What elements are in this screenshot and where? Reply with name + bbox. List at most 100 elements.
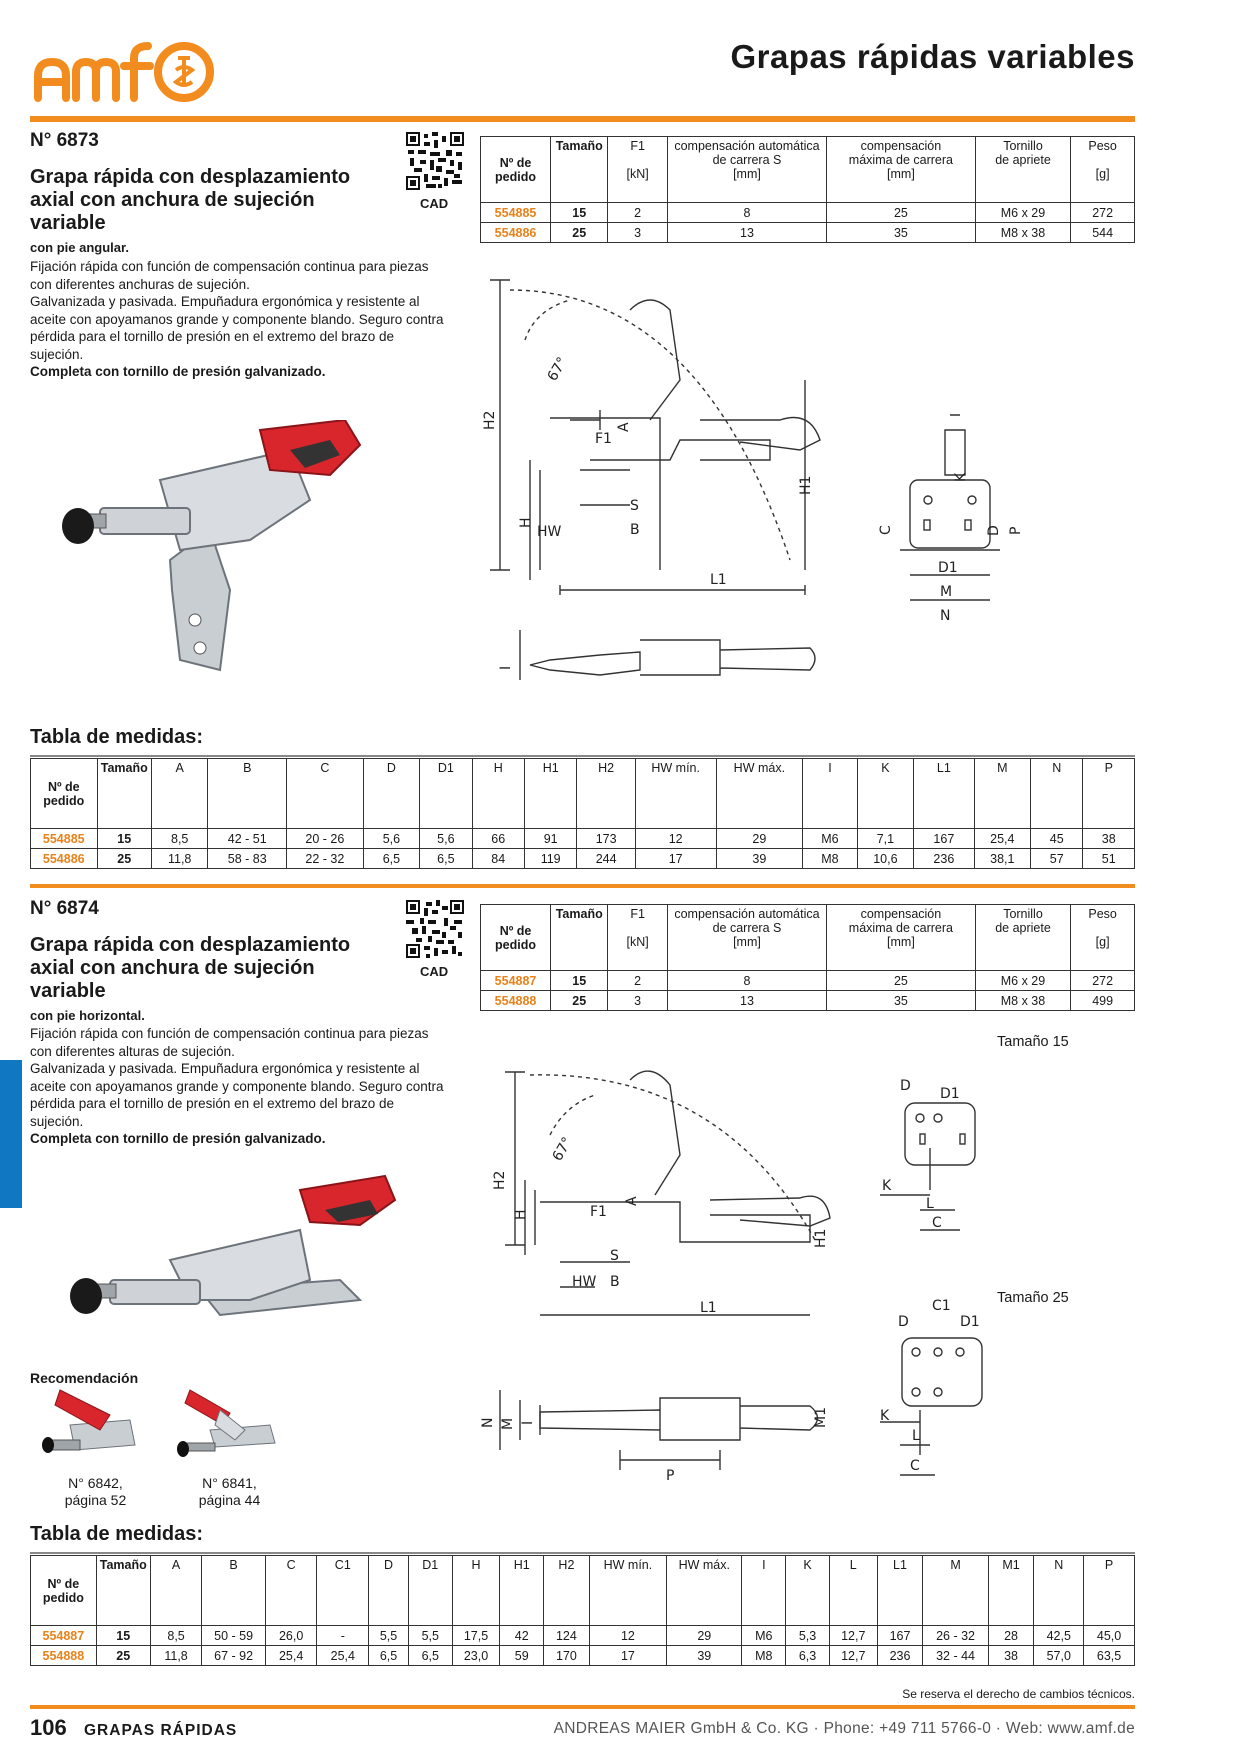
product-number: N° 6874 <box>30 898 99 919</box>
table-cell: 17 <box>588 1645 668 1666</box>
svg-text:B: B <box>630 522 640 538</box>
product-number: N° 6873 <box>30 130 99 151</box>
recommendation-caption[interactable]: N° 6841, página 44 <box>198 1475 261 1508</box>
table-cell: 25 <box>826 970 976 991</box>
col-header: L1 <box>913 758 975 829</box>
table-cell: 25 <box>96 848 152 869</box>
table-cell: 26,0 <box>264 1625 318 1646</box>
article-number[interactable]: 554887 <box>479 970 552 991</box>
table-cell: 3 <box>607 222 668 243</box>
table-cell: 5,3 <box>785 1625 830 1646</box>
table-cell: 5,5 <box>368 1625 409 1646</box>
svg-text:A: A <box>624 1196 640 1206</box>
table-cell: 12 <box>588 1625 668 1646</box>
col-header: C1 <box>316 1555 370 1626</box>
table-cell: 12 <box>634 828 717 849</box>
table-cell: 59 <box>499 1645 545 1666</box>
table-cell: 39 <box>715 848 804 869</box>
svg-text:F1: F1 <box>595 431 612 447</box>
desc-line: Galvanizada y pasivada. Empuñadura ergon… <box>30 1061 444 1129</box>
svg-text:M: M <box>940 584 952 600</box>
product-subtitle: con pie angular. <box>30 240 129 255</box>
col-header: P <box>1082 758 1135 829</box>
col-header: HW mín. <box>588 1555 668 1626</box>
svg-text:D: D <box>900 1078 911 1094</box>
table-cell: 167 <box>913 828 975 849</box>
table-cell: 42 - 51 <box>207 828 288 849</box>
svg-text:H2: H2 <box>492 1171 508 1190</box>
article-number[interactable]: 554888 <box>479 990 552 1011</box>
recommendation-photo-6841[interactable] <box>175 1385 285 1465</box>
col-header: Peso[g] <box>1070 904 1135 971</box>
svg-text:H: H <box>513 1209 529 1220</box>
table-row: 554887 15 2 8 25 M6 x 29 272 <box>479 970 1135 991</box>
product-name: Grapa rápida con desplazamiento axial co… <box>30 934 351 1002</box>
table-cell: 17 <box>634 848 717 869</box>
svg-text:P: P <box>666 1468 674 1484</box>
table-cell: M6 x 29 <box>974 202 1072 223</box>
col-header: M <box>973 758 1032 829</box>
article-number[interactable]: 554887 <box>30 1625 97 1646</box>
col-header: K <box>785 1555 830 1626</box>
table-cell: 17,5 <box>451 1625 501 1646</box>
table-cell: M8 x 38 <box>974 990 1072 1011</box>
dimension-table-title: Tabla de medidas: <box>30 726 204 748</box>
table-cell: M8 <box>802 848 858 869</box>
qr-code-icon[interactable] <box>406 900 464 958</box>
table-cell: 15 <box>550 970 609 991</box>
svg-text:F1: F1 <box>590 1204 607 1220</box>
svg-text:D1: D1 <box>938 560 958 576</box>
col-header: D <box>368 1555 409 1626</box>
article-number[interactable]: 554885 <box>479 202 552 223</box>
article-number[interactable]: 554885 <box>30 828 98 849</box>
col-header: Peso[g] <box>1070 136 1135 203</box>
table-cell: 13 <box>666 222 828 243</box>
table-cell: 15 <box>95 1625 151 1646</box>
table-cell: 12,7 <box>828 1645 878 1666</box>
section-rule <box>30 755 1135 757</box>
col-header: Tamaño <box>550 136 609 203</box>
table-cell: 11,8 <box>149 1645 203 1666</box>
table-cell: 13 <box>666 990 828 1011</box>
col-header: C <box>286 758 364 829</box>
table-cell: 5,6 <box>362 828 421 849</box>
svg-text:L1: L1 <box>700 1300 717 1316</box>
chapter-tab[interactable] <box>0 1060 22 1208</box>
table-cell: 35 <box>826 222 976 243</box>
table-cell: 42,5 <box>1033 1625 1085 1646</box>
recommendation-caption[interactable]: N° 6842, página 52 <box>64 1475 127 1508</box>
svg-text:L: L <box>912 1428 920 1444</box>
table-row: 554886 25 3 13 35 M8 x 38 544 <box>479 222 1135 243</box>
desc-line: Completa con tornillo de presión galvani… <box>30 1131 326 1146</box>
article-number[interactable]: 554888 <box>30 1645 97 1666</box>
col-header: D1 <box>419 758 473 829</box>
table-cell: 8 <box>666 202 828 223</box>
svg-text:A: A <box>616 422 632 432</box>
table-cell: 25 <box>826 202 976 223</box>
desc-line: Galvanizada y pasivada. Empuñadura ergon… <box>30 294 444 362</box>
article-number[interactable]: 554886 <box>479 222 552 243</box>
table-cell: 51 <box>1082 848 1135 869</box>
cad-label[interactable]: CAD <box>420 964 449 979</box>
recommendation-title: Recomendación <box>30 1370 139 1386</box>
recommendation-photo-6842[interactable] <box>40 1385 150 1465</box>
table-cell: 6,5 <box>419 848 473 869</box>
cad-label[interactable]: CAD <box>420 196 449 211</box>
col-header: A <box>150 758 209 829</box>
qr-code-icon[interactable] <box>406 132 464 190</box>
article-number[interactable]: 554886 <box>30 848 98 869</box>
table-cell: 38 <box>1082 828 1135 849</box>
svg-text:D: D <box>986 525 1002 536</box>
product-description: Fijación rápida con función de compensac… <box>30 258 450 381</box>
svg-text:L: L <box>926 1196 934 1212</box>
footer-company[interactable]: ANDREAS MAIER GmbH & Co. KG · Phone: +49… <box>553 1720 1135 1737</box>
table-cell: 67 - 92 <box>201 1645 266 1666</box>
